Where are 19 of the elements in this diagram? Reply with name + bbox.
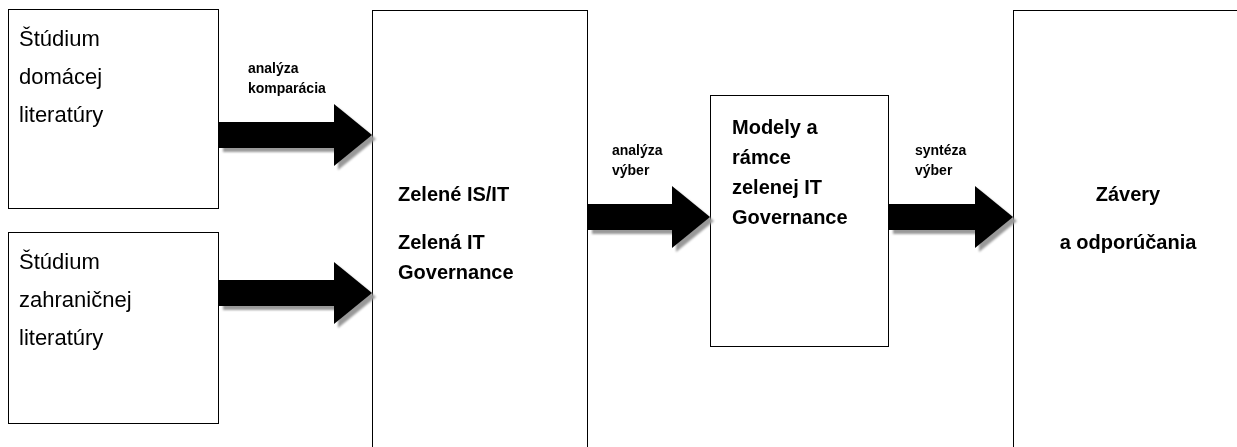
block-arrow: [219, 262, 372, 324]
box-text: a odporúčania: [1059, 230, 1197, 255]
block-arrow: [219, 104, 372, 166]
block-arrow: [588, 186, 710, 248]
box-text: Zelené IS/IT: [398, 182, 510, 207]
box-text: Štúdium domácej literatúry: [19, 25, 105, 129]
edge-label: analýza výber: [612, 141, 664, 180]
process-box: [8, 9, 219, 209]
edge-label: syntéza výber: [915, 141, 968, 180]
process-box: [710, 95, 889, 347]
block-arrow: [889, 186, 1013, 248]
box-text: Modely a rámce zelenej IT Governance: [732, 115, 849, 230]
process-box: [1013, 10, 1237, 447]
process-box: [372, 10, 588, 447]
box-text: Závery: [1095, 182, 1161, 207]
edge-label: analýza komparácia: [248, 59, 327, 98]
box-text: Zelená IT Governance: [398, 230, 515, 285]
process-box: [8, 232, 219, 424]
box-text: Štúdium zahraničnej literatúry: [19, 248, 133, 352]
